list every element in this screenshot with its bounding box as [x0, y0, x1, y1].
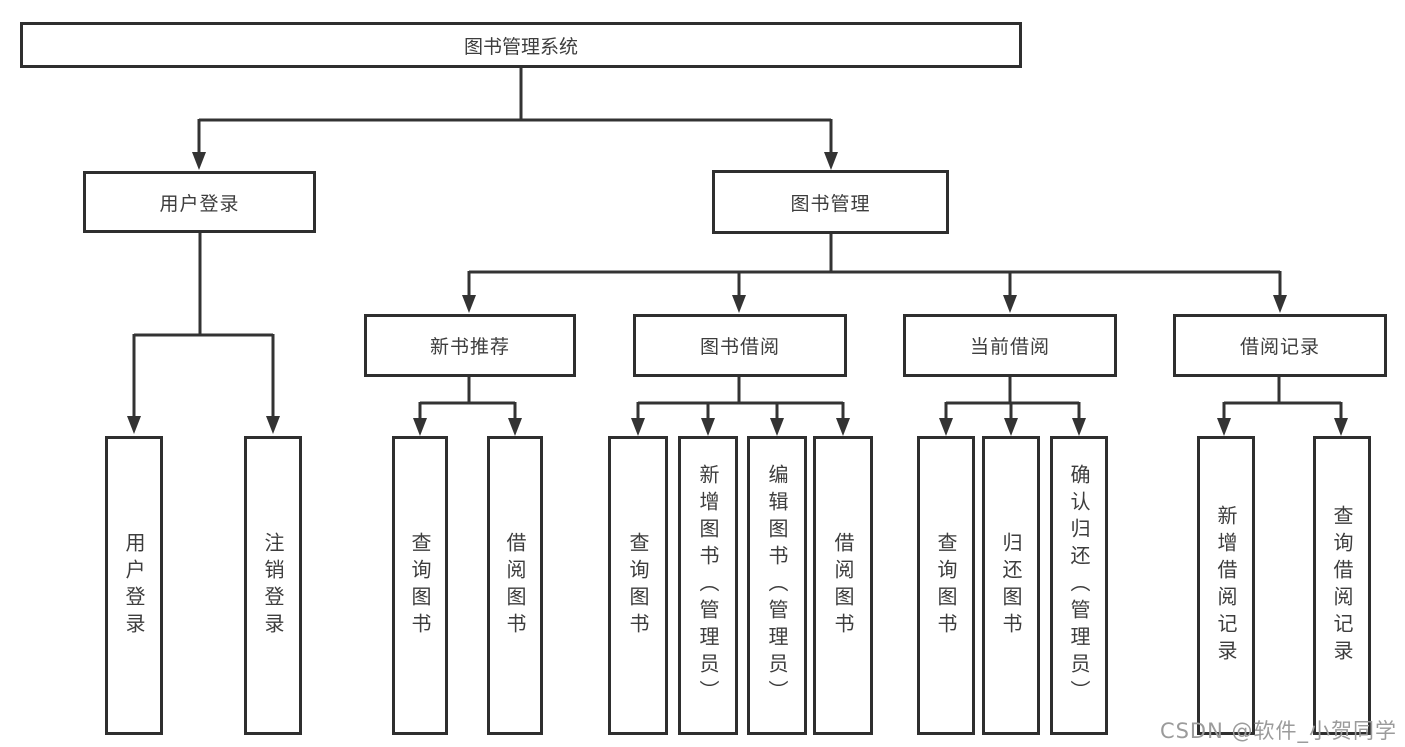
node-label: 查询图书 [626, 531, 650, 640]
arrowhead [127, 416, 141, 434]
node-label: 用户登录 [159, 192, 240, 215]
arrowhead [1273, 295, 1287, 313]
node-root-system: 图书管理系统 [20, 22, 1022, 68]
node-label: 借阅图书 [503, 531, 527, 640]
arrowhead [266, 416, 280, 434]
node-label: 确认归还（管理员） [1067, 464, 1091, 707]
arrowhead [508, 418, 522, 436]
csdn-watermark: CSDN @软件_小贺同学 [1159, 719, 1397, 743]
node-leaf-br-query-record: 查询借阅记录 [1313, 436, 1371, 735]
node-label: 用户登录 [122, 531, 146, 640]
node-leaf-bb-query-book: 查询图书 [608, 436, 668, 735]
node-label: 注销登录 [261, 531, 285, 640]
node-leaf-nb-borrow-book: 借阅图书 [487, 436, 543, 735]
arrowhead [1217, 418, 1231, 436]
arrowhead [836, 418, 850, 436]
node-label: 查询图书 [934, 531, 958, 640]
node-leaf-logout: 注销登录 [244, 436, 302, 735]
arrowhead [1003, 295, 1017, 313]
arrowhead [413, 418, 427, 436]
arrowhead [732, 295, 746, 313]
node-borrow-record: 借阅记录 [1173, 314, 1387, 377]
arrowheads [127, 152, 1348, 436]
node-leaf-nb-query-book: 查询图书 [392, 436, 448, 735]
arrowhead [770, 418, 784, 436]
node-label: 图书管理 [790, 192, 871, 215]
node-label: 查询借阅记录 [1330, 504, 1354, 667]
node-book-management: 图书管理 [712, 170, 949, 234]
node-label: 借阅图书 [831, 531, 855, 640]
node-leaf-cb-confirm-return: 确认归还（管理员） [1050, 436, 1108, 735]
node-label: 新书推荐 [429, 336, 510, 358]
arrowhead [192, 152, 206, 170]
node-leaf-cb-return-book: 归还图书 [982, 436, 1040, 735]
node-label: 新增借阅记录 [1214, 504, 1238, 667]
node-leaf-bb-borrow-book: 借阅图书 [813, 436, 873, 735]
arrowhead [939, 418, 953, 436]
node-label: 借阅记录 [1239, 336, 1320, 358]
arrowhead [1004, 418, 1018, 436]
node-label: 新增图书（管理员） [696, 464, 720, 707]
node-leaf-cb-query-book: 查询图书 [917, 436, 975, 735]
arrowhead [1334, 418, 1348, 436]
node-label: 编辑图书（管理员） [765, 464, 789, 707]
node-book-borrow: 图书借阅 [633, 314, 847, 377]
node-label: 当前借阅 [969, 336, 1050, 358]
arrowhead [824, 152, 838, 170]
node-leaf-login: 用户登录 [105, 436, 163, 735]
node-new-book-recommend: 新书推荐 [364, 314, 576, 377]
node-leaf-bb-add-book: 新增图书（管理员） [678, 436, 738, 735]
node-label: 图书管理系统 [463, 35, 578, 58]
node-user-login: 用户登录 [83, 171, 316, 233]
arrowhead [462, 295, 476, 313]
node-label: 归还图书 [999, 531, 1023, 640]
node-leaf-br-add-record: 新增借阅记录 [1197, 436, 1255, 735]
arrowhead [1072, 418, 1086, 436]
node-current-borrow: 当前借阅 [903, 314, 1117, 377]
arrowhead [631, 418, 645, 436]
node-label: 图书借阅 [699, 336, 780, 358]
node-label: 查询图书 [408, 531, 432, 640]
arrowhead [701, 418, 715, 436]
node-leaf-bb-edit-book: 编辑图书（管理员） [747, 436, 807, 735]
